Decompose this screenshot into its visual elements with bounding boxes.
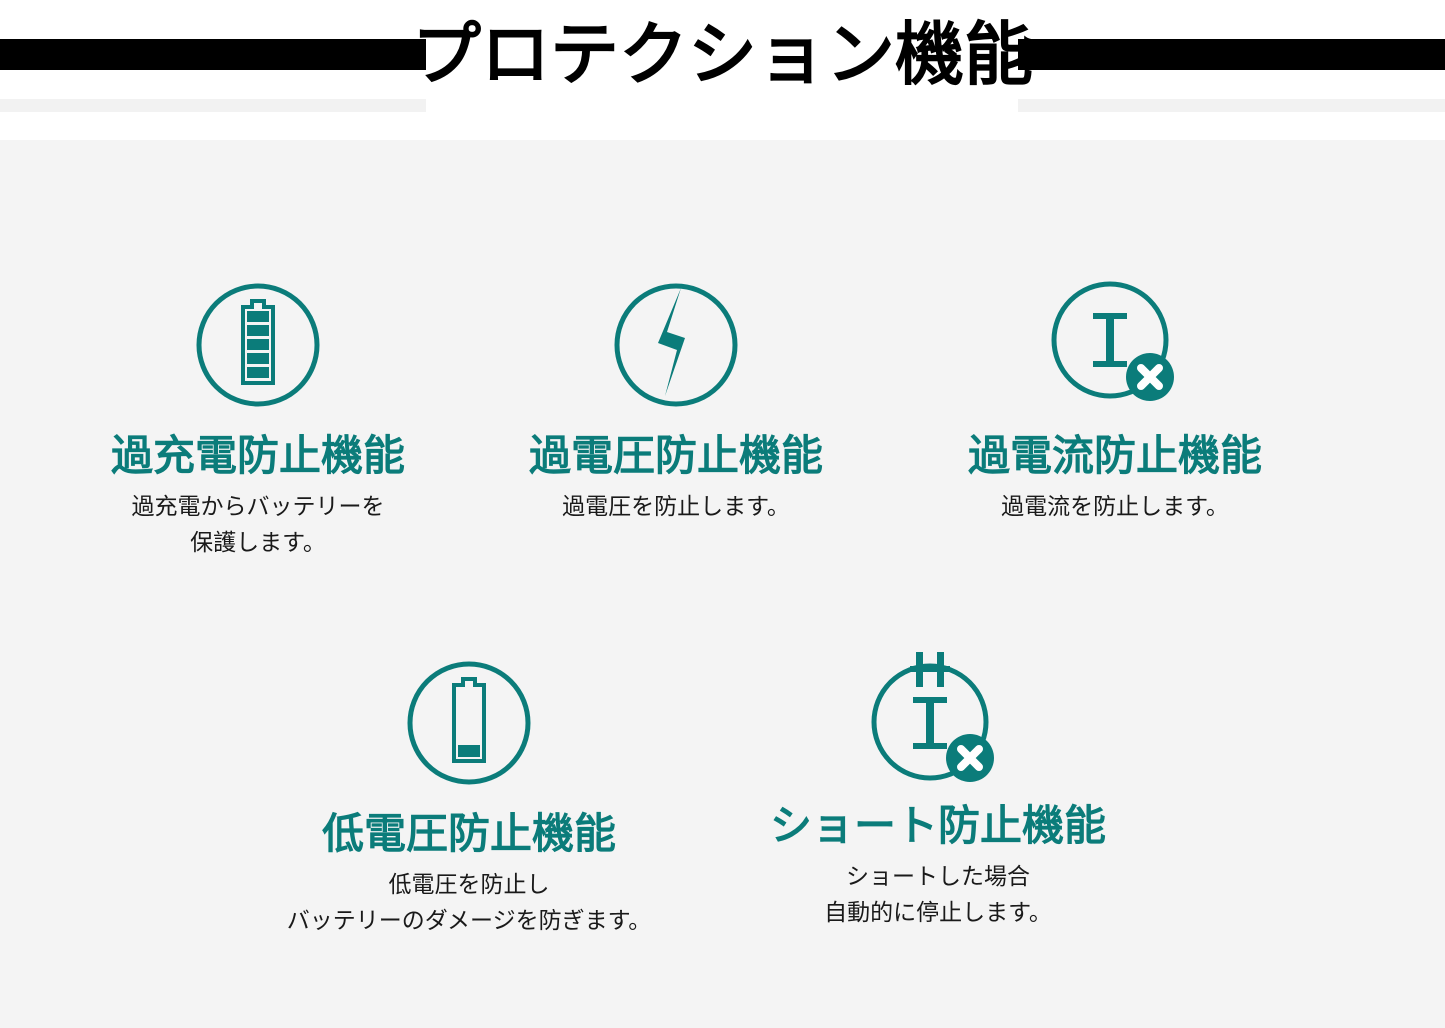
feature-card-overvoltage: 過電圧防止機能 過電圧を防止します。 bbox=[500, 270, 852, 525]
feature-card-lowvoltage: 低電圧防止機能 低電圧を防止し バッテリーのダメージを防ぎます。 bbox=[285, 648, 653, 938]
page-header: プロテクション機能 bbox=[0, 0, 1445, 140]
header-rule-right-shadow bbox=[1018, 99, 1445, 112]
feature-description: 低電圧を防止し バッテリーのダメージを防ぎます。 bbox=[285, 867, 653, 938]
lightning-bolt-circle-icon bbox=[596, 270, 756, 420]
feature-card-overcurrent: 過電流防止機能 過電流を防止します。 bbox=[920, 270, 1310, 525]
feature-description-line: 過電流を防止します。 bbox=[1001, 493, 1229, 520]
feature-title: 低電圧防止機能 bbox=[321, 810, 616, 857]
feature-description: ショートした場合 自動的に停止します。 bbox=[748, 859, 1128, 930]
feature-description-line: 保護します。 bbox=[190, 528, 326, 555]
feature-description-line: 自動的に停止します。 bbox=[824, 898, 1052, 925]
battery-full-circle-icon bbox=[178, 270, 338, 420]
feature-title: 過電圧防止機能 bbox=[528, 432, 823, 479]
feature-title: 過充電防止機能 bbox=[110, 432, 405, 479]
header-rule-left-shadow bbox=[0, 99, 426, 112]
current-blocked-circle-icon bbox=[1035, 270, 1195, 420]
feature-description-line: ショートした場合 bbox=[846, 863, 1030, 890]
feature-description-line: 過充電からバッテリーを bbox=[131, 493, 385, 520]
features-section: 過充電防止機能 過充電からバッテリーを 保護します。 過電圧防止機能 過電圧を防… bbox=[0, 140, 1445, 1028]
feature-description: 過充電からバッテリーを 保護します。 bbox=[78, 489, 438, 560]
feature-card-shortcircuit: ショート防止機能 ショートした場合 自動的に停止します。 bbox=[748, 640, 1128, 930]
header-rule-left bbox=[0, 39, 426, 70]
feature-description-line: バッテリーのダメージを防ぎます。 bbox=[286, 906, 652, 933]
feature-description: 過電流を防止します。 bbox=[920, 489, 1310, 525]
feature-description-line: 低電圧を防止し bbox=[388, 871, 550, 898]
short-circuit-blocked-icon bbox=[858, 640, 1018, 790]
header-rule-right bbox=[1018, 39, 1445, 70]
page-title: プロテクション機能 bbox=[412, 16, 1033, 93]
feature-description: 過電圧を防止します。 bbox=[500, 489, 852, 525]
battery-low-circle-icon bbox=[389, 648, 549, 798]
feature-title: 過電流防止機能 bbox=[967, 432, 1262, 479]
feature-description-line: 過電圧を防止します。 bbox=[562, 493, 790, 520]
feature-title: ショート防止機能 bbox=[769, 802, 1106, 849]
feature-card-overcharge: 過充電防止機能 過充電からバッテリーを 保護します。 bbox=[78, 270, 438, 560]
